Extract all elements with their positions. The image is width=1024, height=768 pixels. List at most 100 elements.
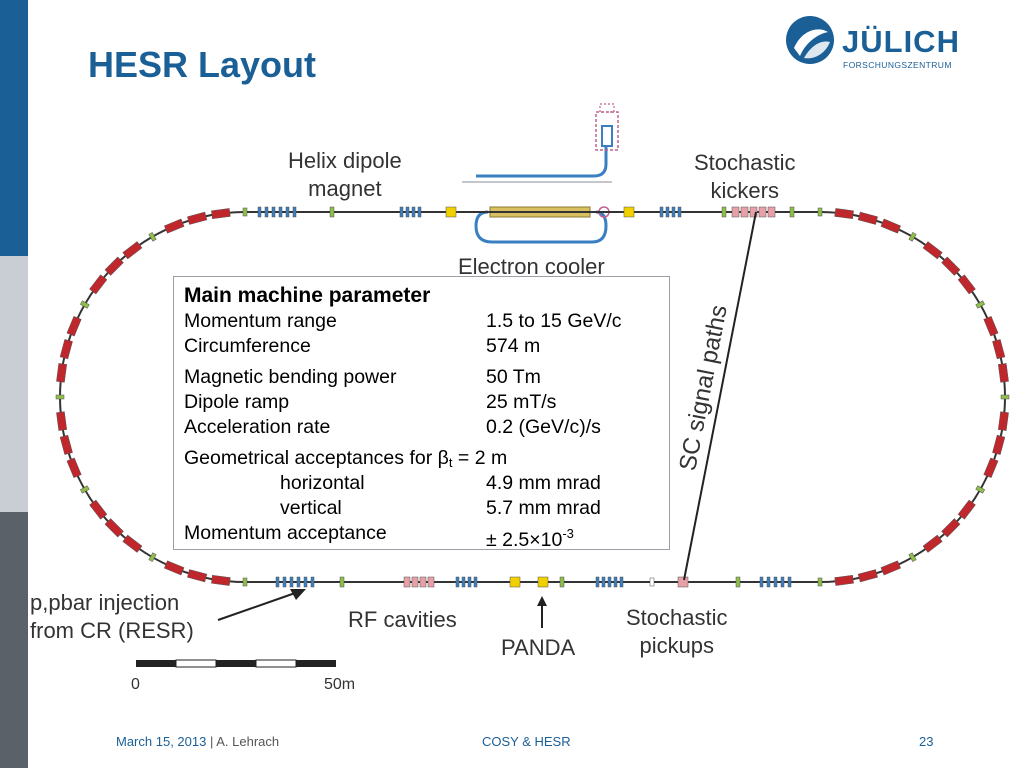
arc-quadrupole (148, 231, 157, 242)
side-bar-blue (0, 0, 28, 256)
arc-dipole (122, 241, 143, 260)
arc-dipole (89, 274, 108, 295)
quadrupole (759, 576, 764, 588)
stochastic-kicker (758, 206, 767, 218)
quadrupole (766, 576, 771, 588)
footer-date: March 15, 2013 (116, 734, 207, 749)
arc-dipole (187, 569, 208, 583)
scale-bar (136, 659, 336, 668)
julich-logo-icon (786, 16, 834, 64)
quadrupole (665, 206, 670, 218)
helix-dipole (445, 206, 457, 218)
stochastic-kicker (749, 206, 758, 218)
logo-name: JÜLICH (842, 24, 960, 59)
sextupole (559, 576, 565, 588)
quadrupole (275, 576, 280, 588)
quadrupole (461, 576, 466, 588)
arc-dipole (992, 434, 1006, 455)
param-row-momentum-acceptance: Momentum acceptance± 2.5×10-3 (184, 522, 574, 551)
arc-dipole (164, 218, 185, 234)
quadrupole (405, 206, 410, 218)
quadrupole (282, 576, 287, 588)
quadrupole (659, 206, 664, 218)
arc-dipole (104, 256, 124, 276)
logo-subtitle: FORSCHUNGSZENTRUM (843, 60, 952, 70)
quadrupole (613, 576, 618, 588)
parameter-title: Main machine parameter (184, 284, 431, 307)
arc-dipole (211, 574, 231, 586)
arc-dipole (922, 241, 943, 260)
quadrupole (285, 206, 290, 218)
quadrupole (671, 206, 676, 218)
side-bar-dark (0, 512, 28, 768)
hesr-ring-diagram (55, 103, 1010, 668)
quadrupole (257, 206, 262, 218)
stochastic-pickup (677, 576, 689, 588)
param-row-geometrical-acceptances: Geometrical acceptances for βt = 2 m (184, 447, 508, 470)
footer-separator: | (209, 734, 214, 749)
quadrupole (473, 576, 478, 588)
arc-quadrupole (817, 207, 823, 217)
quadrupole (601, 576, 606, 588)
arc-dipole (857, 211, 878, 225)
arc-dipole (957, 274, 976, 295)
arc-quadrupole (975, 300, 986, 309)
quadrupole (607, 576, 612, 588)
quadrupole (455, 576, 460, 588)
quadrupole (411, 206, 416, 218)
quadrupole (310, 576, 315, 588)
arc-dipole (983, 316, 999, 337)
arc-dipole (983, 457, 999, 478)
arc-dipole (997, 363, 1009, 383)
quadrupole (278, 206, 283, 218)
arc-dipole (89, 499, 108, 520)
arc-dipole (59, 434, 73, 455)
stochastic-kicker (740, 206, 749, 218)
arc-quadrupole (908, 552, 917, 563)
sextupole (721, 206, 727, 218)
rf-cavity (403, 576, 411, 588)
quadrupole (619, 576, 624, 588)
beam-monitor (649, 577, 655, 587)
stochastic-kicker (731, 206, 740, 218)
sextupole (735, 576, 741, 588)
electron-cooler-drawing (462, 103, 619, 244)
arc-quadrupole (975, 485, 986, 494)
rf-cavity (427, 576, 435, 588)
arc-quadrupole (79, 300, 90, 309)
arc-dipole (834, 574, 854, 586)
arc-dipole (211, 208, 231, 220)
arc-dipole (957, 499, 976, 520)
rf-cavity (411, 576, 419, 588)
sc-signal-path-line (683, 211, 757, 581)
sextupole (329, 206, 335, 218)
side-bar-light (0, 256, 28, 512)
arc-quadrupole (817, 577, 823, 587)
arc-dipole (66, 457, 82, 478)
sextupole (789, 206, 795, 218)
quadrupole (595, 576, 600, 588)
injection-arrow (217, 591, 299, 621)
arc-dipole (880, 218, 901, 234)
sextupole (339, 576, 345, 588)
stochastic-kicker (767, 206, 776, 218)
ring (55, 206, 1010, 588)
arc-dipole (997, 411, 1009, 431)
quadrupole (467, 576, 472, 588)
arc-dipole (59, 339, 73, 360)
panda-magnet (537, 576, 549, 588)
arc-dipole (880, 560, 901, 576)
panda-magnet (509, 576, 521, 588)
slide-title: HESR Layout (88, 44, 317, 85)
arc-quadrupole (1000, 394, 1010, 400)
